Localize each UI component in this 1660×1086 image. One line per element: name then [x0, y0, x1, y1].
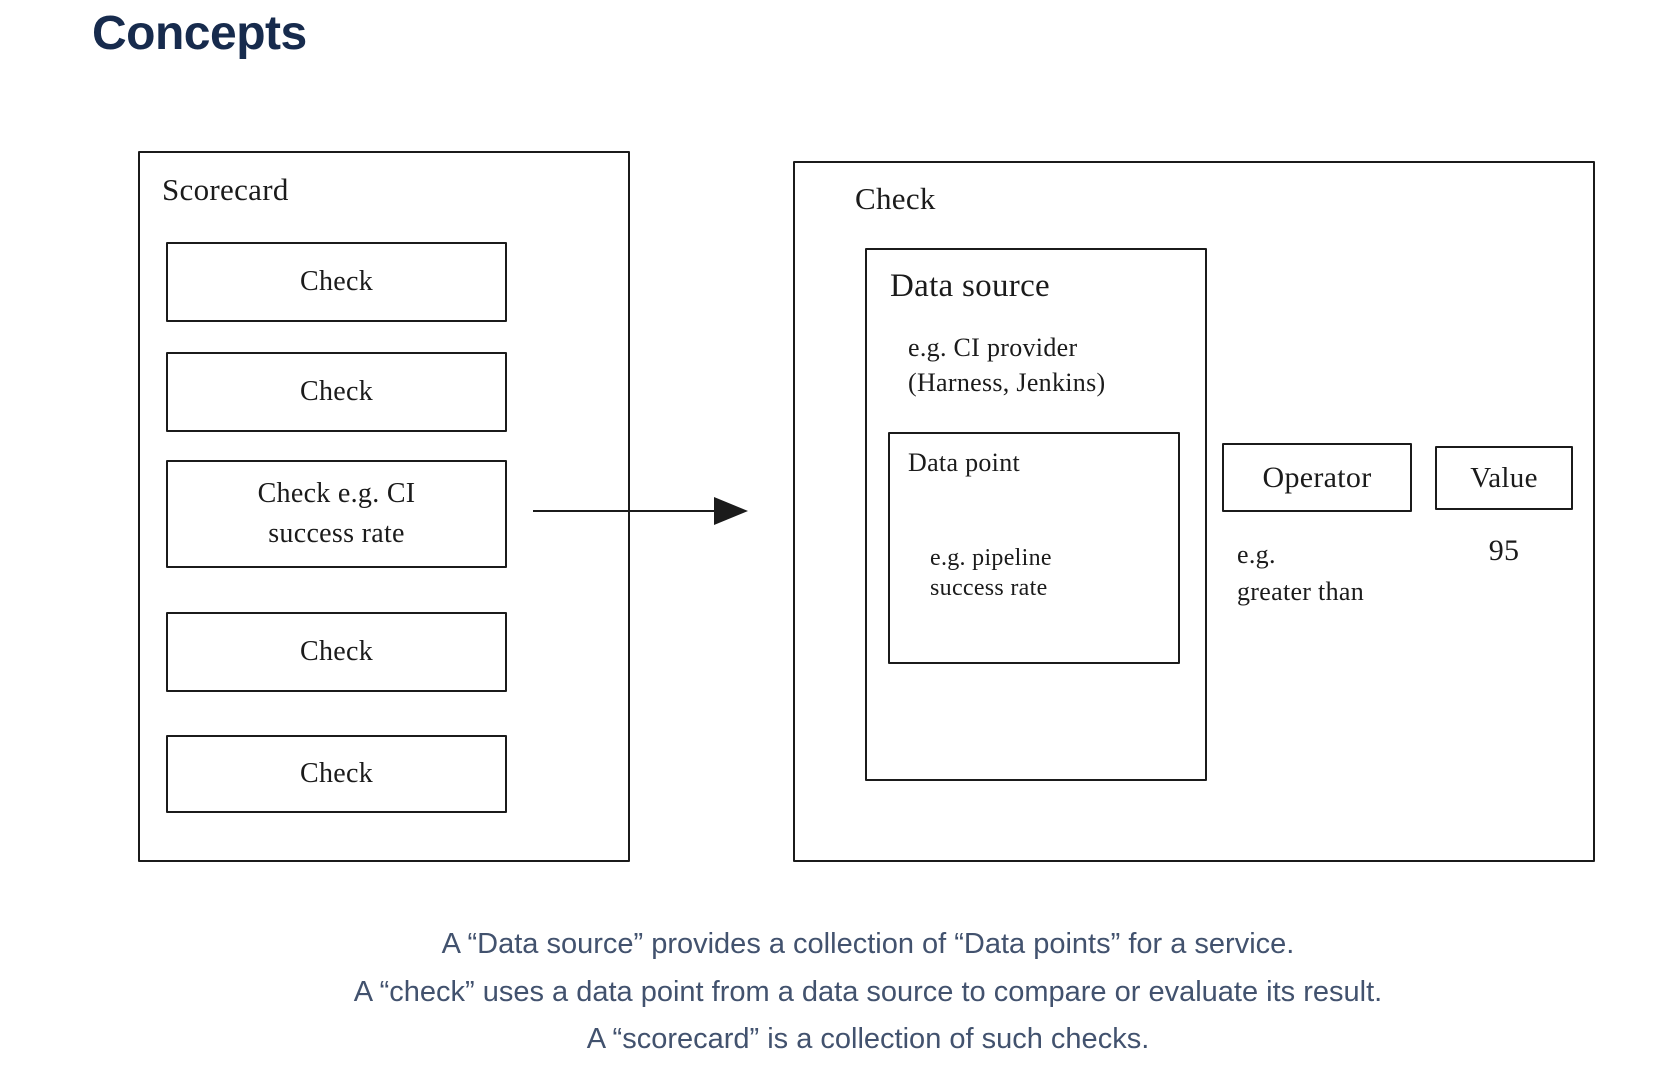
operator-label: Operator: [1262, 460, 1372, 494]
arrow-head-icon: [714, 497, 748, 525]
value-label: Value: [1470, 461, 1538, 494]
scorecard-check-label: Check: [299, 758, 374, 789]
value-box: Value: [1435, 446, 1573, 510]
value-example: 95: [1488, 534, 1520, 567]
scorecard-check-box-5: Check: [166, 735, 507, 813]
scorecard-check-box-4: Check: [166, 612, 507, 692]
arrow-connector-line: [533, 510, 718, 512]
scorecard-check-label: Check: [299, 636, 374, 667]
data-point-label: Data point: [908, 448, 1021, 477]
scorecard-check-label: Check: [299, 266, 374, 297]
scorecard-check-box-1: Check: [166, 242, 507, 322]
scorecard-check-label: Check: [299, 376, 374, 407]
data-source-example: e.g. CI provider (Harness, Jenkins): [908, 333, 1106, 397]
operator-example: e.g. greater than: [1237, 540, 1365, 606]
operator-box: Operator: [1222, 443, 1412, 512]
data-point-example: e.g. pipeline success rate: [930, 545, 1052, 601]
data-point-box: [888, 432, 1180, 664]
caption-line-2: A “check” uses a data point from a data …: [353, 975, 1383, 1008]
caption-block: A “Data source” provides a collection of…: [68, 921, 1660, 1064]
check-detail-label: Check: [855, 181, 936, 216]
scorecard-check-box-3: Check e.g. CI success rate: [166, 460, 507, 568]
scorecard-check-box-2: Check: [166, 352, 507, 432]
scorecard-check-label: Check e.g. CI success rate: [257, 478, 416, 549]
caption-line-3: A “scorecard” is a collection of such ch…: [586, 1023, 1150, 1055]
data-source-label: Data source: [890, 268, 1050, 304]
caption-line-1: A “Data source” provides a collection of…: [441, 928, 1295, 960]
scorecard-label: Scorecard: [162, 172, 289, 207]
page-title: Concepts: [92, 7, 307, 60]
